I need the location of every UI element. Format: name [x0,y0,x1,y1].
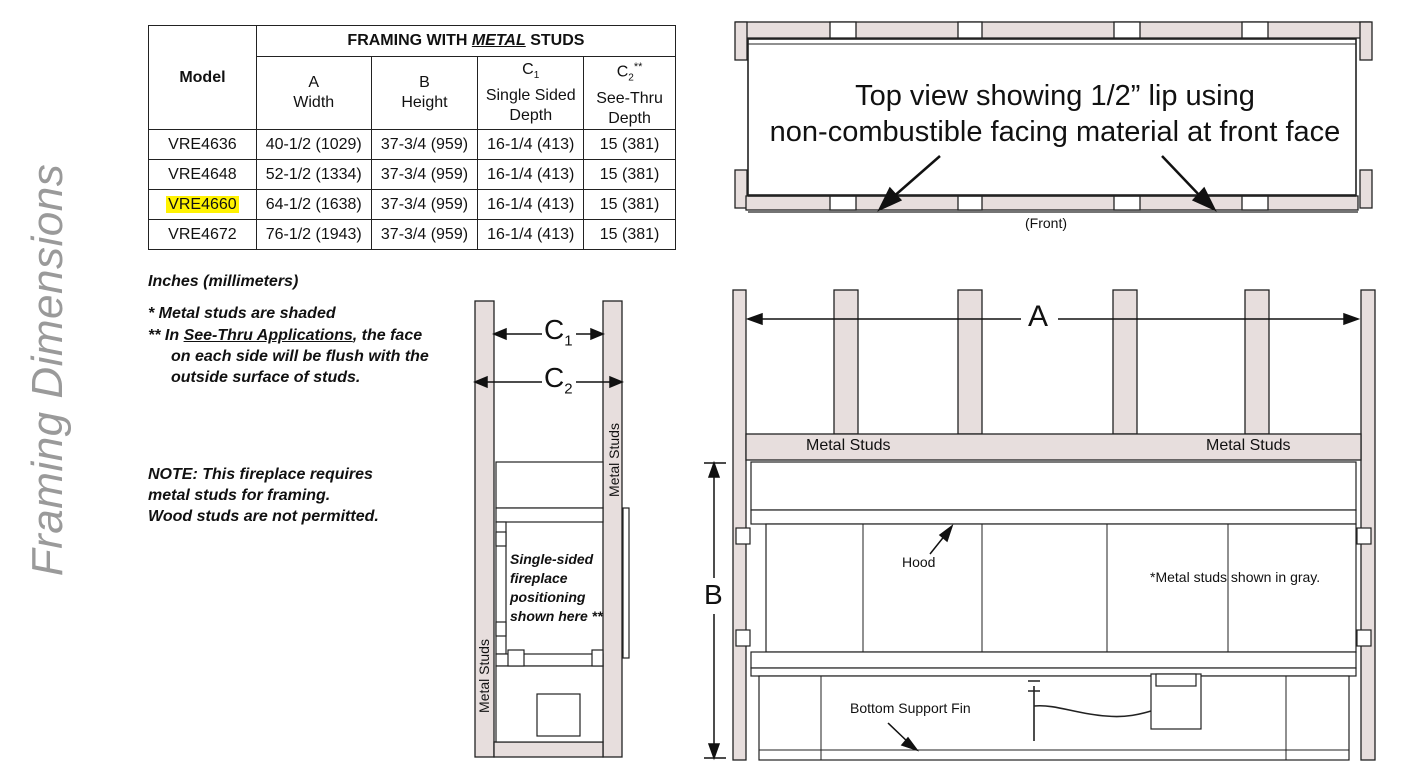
dimension-b-label: B [704,579,723,610]
height-cell: 37-3/4 (959) [370,129,479,160]
model-column-header: Model [148,25,257,130]
height-cell: 37-3/4 (959) [370,189,479,220]
top-view-diagram [734,21,1373,213]
single-depth-cell: 16-1/4 (413) [477,219,585,250]
height-cell: 37-3/4 (959) [370,219,479,250]
model-cell: VRE4636 [148,129,257,160]
side-stud-label-right: Metal Studs [606,423,622,497]
section-title: Framing Dimensions [23,163,72,577]
dimension-a-label: A [1028,300,1049,333]
model-cell: VRE4660 [148,189,257,220]
seethru-depth-cell: 15 (381) [583,159,676,190]
model-cell: VRE4672 [148,219,257,250]
width-cell: 52-1/2 (1334) [255,159,372,190]
front-label: (Front) [1025,215,1067,231]
c2-dimension-label: C2 [544,362,573,398]
table-row: VRE4648 52-1/2 (1334) 37-3/4 (959) 16-1/… [148,159,676,190]
single-depth-cell: 16-1/4 (413) [477,189,585,220]
single-depth-cell: 16-1/4 (413) [477,159,585,190]
table-row: VRE4672 76-1/2 (1943) 37-3/4 (959) 16-1/… [148,219,676,250]
table-row-highlighted: VRE4660 64-1/2 (1638) 37-3/4 (959) 16-1/… [148,189,676,220]
height-cell: 37-3/4 (959) [370,159,479,190]
footnote-seethru: ** In See-Thru Applications, the face on… [148,327,429,386]
bottom-support-fin-label: Bottom Support Fin [850,700,971,716]
gray-studs-note: *Metal studs shown in gray. [1150,569,1321,585]
c1-dimension-label: C1 [544,314,573,350]
width-cell: 40-1/2 (1029) [255,129,372,160]
group-header-emphasis: METAL [471,32,526,49]
table-row: VRE4636 40-1/2 (1029) 37-3/4 (959) 16-1/… [148,129,676,160]
width-cell: 64-1/2 (1638) [255,189,372,220]
group-header: FRAMING WITH METAL STUDS [255,25,677,57]
model-highlight: VRE4660 [166,195,239,213]
front-view-diagram [704,289,1376,761]
seethru-depth-cell: 15 (381) [583,219,676,250]
units-note: Inches (millimeters) [148,273,299,290]
model-cell: VRE4648 [148,159,257,190]
side-view-diagram [473,300,630,758]
hood-label: Hood [902,554,936,570]
front-stud-label-left: Metal Studs [806,437,891,454]
single-depth-cell: 16-1/4 (413) [477,129,585,160]
footnote-shaded: * Metal studs are shaded [148,305,336,322]
seethru-applications-link[interactable]: See-Thru Applications [183,327,353,344]
side-stud-label-left: Metal Studs [476,639,492,713]
seethru-depth-cell: 15 (381) [583,129,676,160]
seethru-depth-cell: 15 (381) [583,189,676,220]
front-stud-label-right: Metal Studs [1206,437,1291,454]
width-cell: 76-1/2 (1943) [255,219,372,250]
